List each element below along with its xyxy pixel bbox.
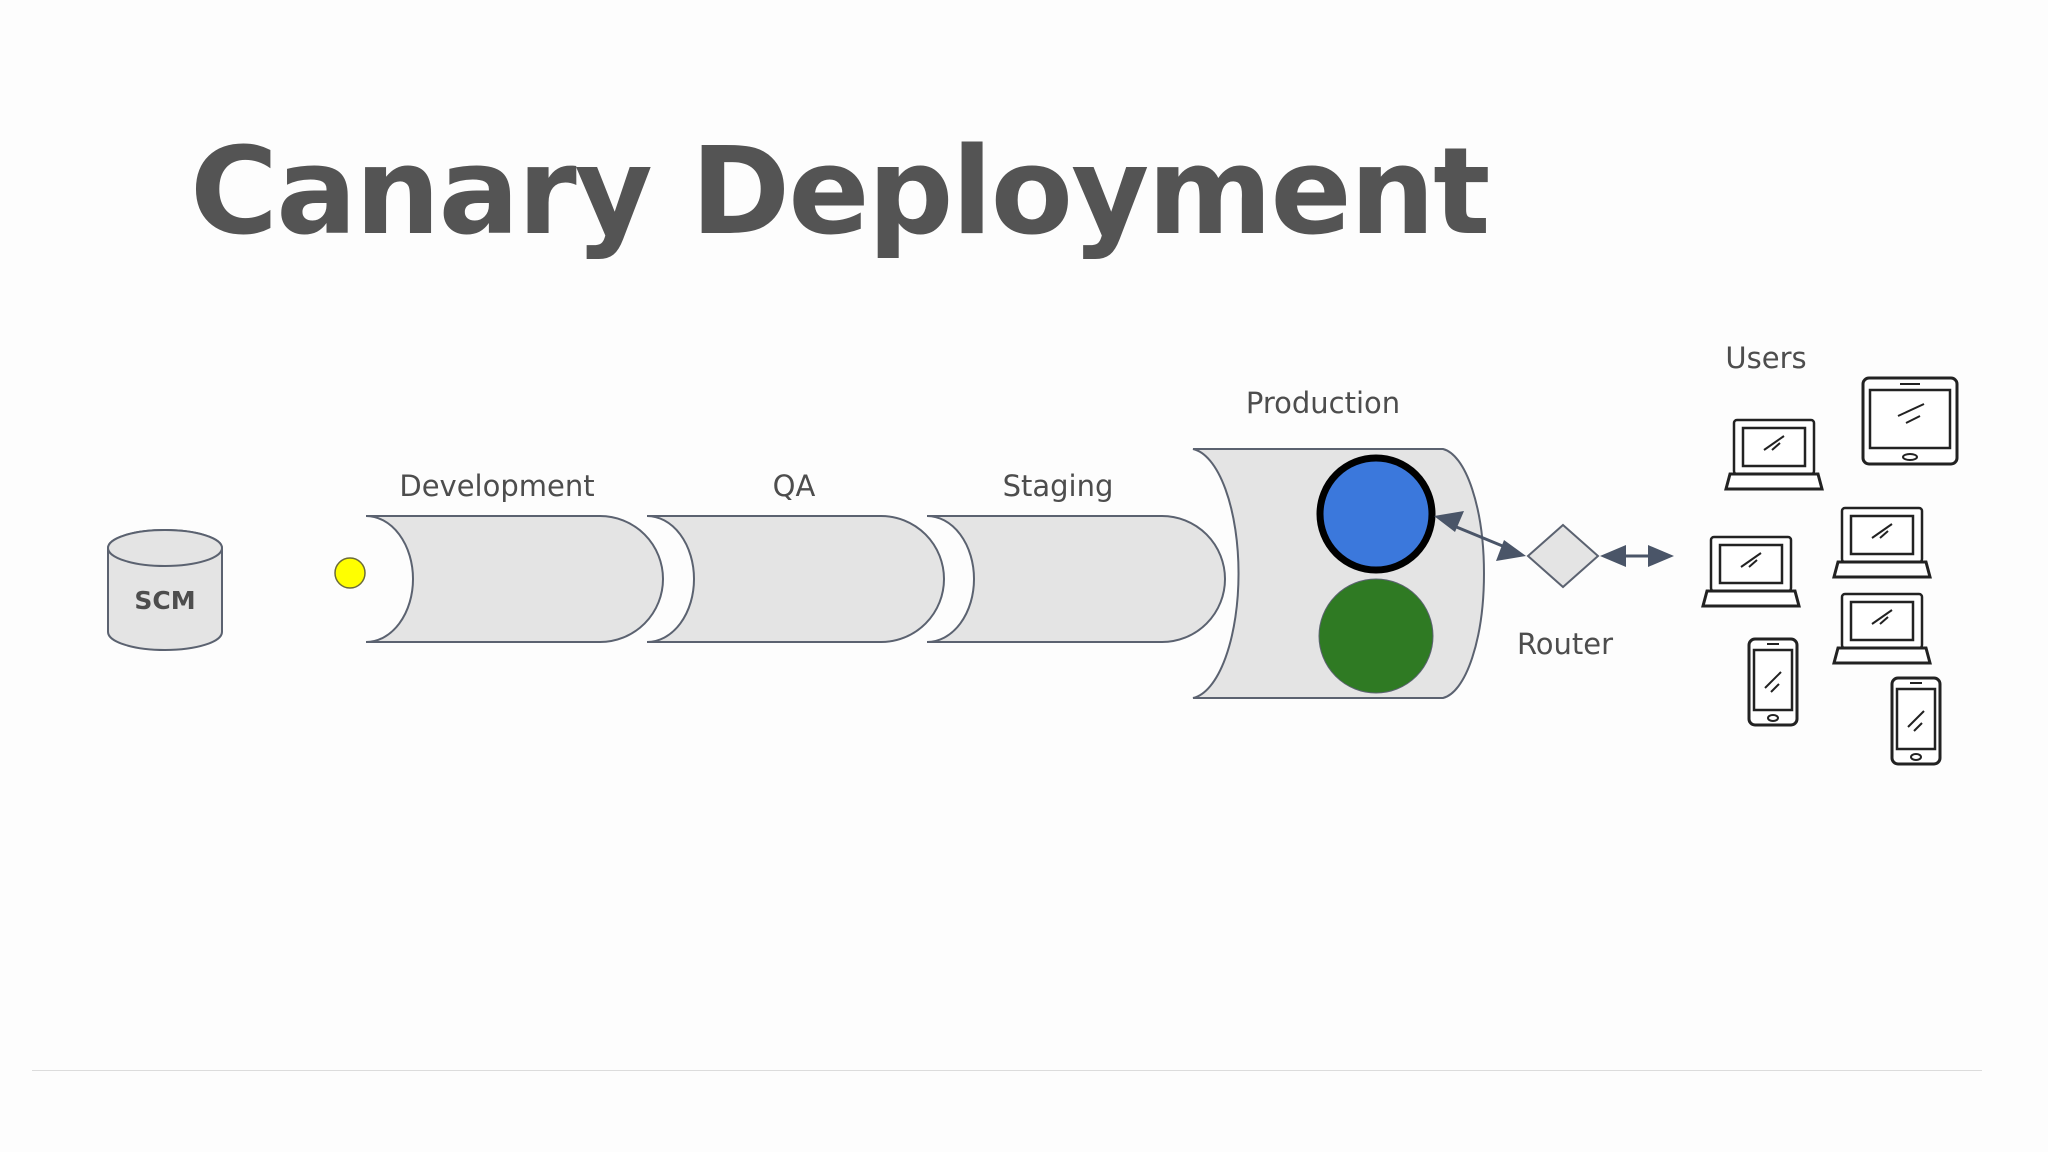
development-pipe	[365, 515, 664, 643]
laptop-icon	[1724, 418, 1824, 491]
phone-icon	[1890, 676, 1942, 766]
stage-production: Production	[1192, 386, 1485, 699]
development-label: Development	[399, 469, 594, 503]
canary-instance	[1316, 454, 1436, 574]
router-label: Router	[1517, 627, 1613, 661]
router-diamond-icon	[1526, 523, 1600, 589]
router: Router	[1517, 523, 1613, 661]
scm-repository: SCM	[107, 529, 223, 651]
router-users-arrow	[1600, 545, 1674, 567]
slide-title: Canary Deployment	[190, 123, 1491, 262]
phone-icon	[1747, 637, 1799, 727]
scm-cylinder-top	[107, 529, 223, 567]
laptop-icon	[1701, 535, 1801, 608]
commit-dot-icon	[334, 557, 366, 589]
qa-pipe	[646, 515, 945, 643]
users-label: Users	[1725, 341, 1806, 375]
scm-label: SCM	[134, 586, 195, 615]
production-label: Production	[1246, 386, 1400, 420]
stable-instance	[1318, 578, 1434, 694]
tablet-icon	[1861, 376, 1959, 466]
stage-qa: QA	[646, 469, 945, 643]
staging-pipe	[926, 515, 1226, 643]
footer-divider	[32, 1070, 1982, 1071]
qa-label: QA	[773, 469, 816, 503]
stage-development: Development	[365, 469, 664, 643]
laptop-icon	[1832, 506, 1932, 579]
canary-router-arrow	[1434, 511, 1526, 561]
staging-label: Staging	[1003, 469, 1114, 503]
laptop-icon	[1832, 592, 1932, 665]
stage-staging: Staging	[926, 469, 1226, 643]
